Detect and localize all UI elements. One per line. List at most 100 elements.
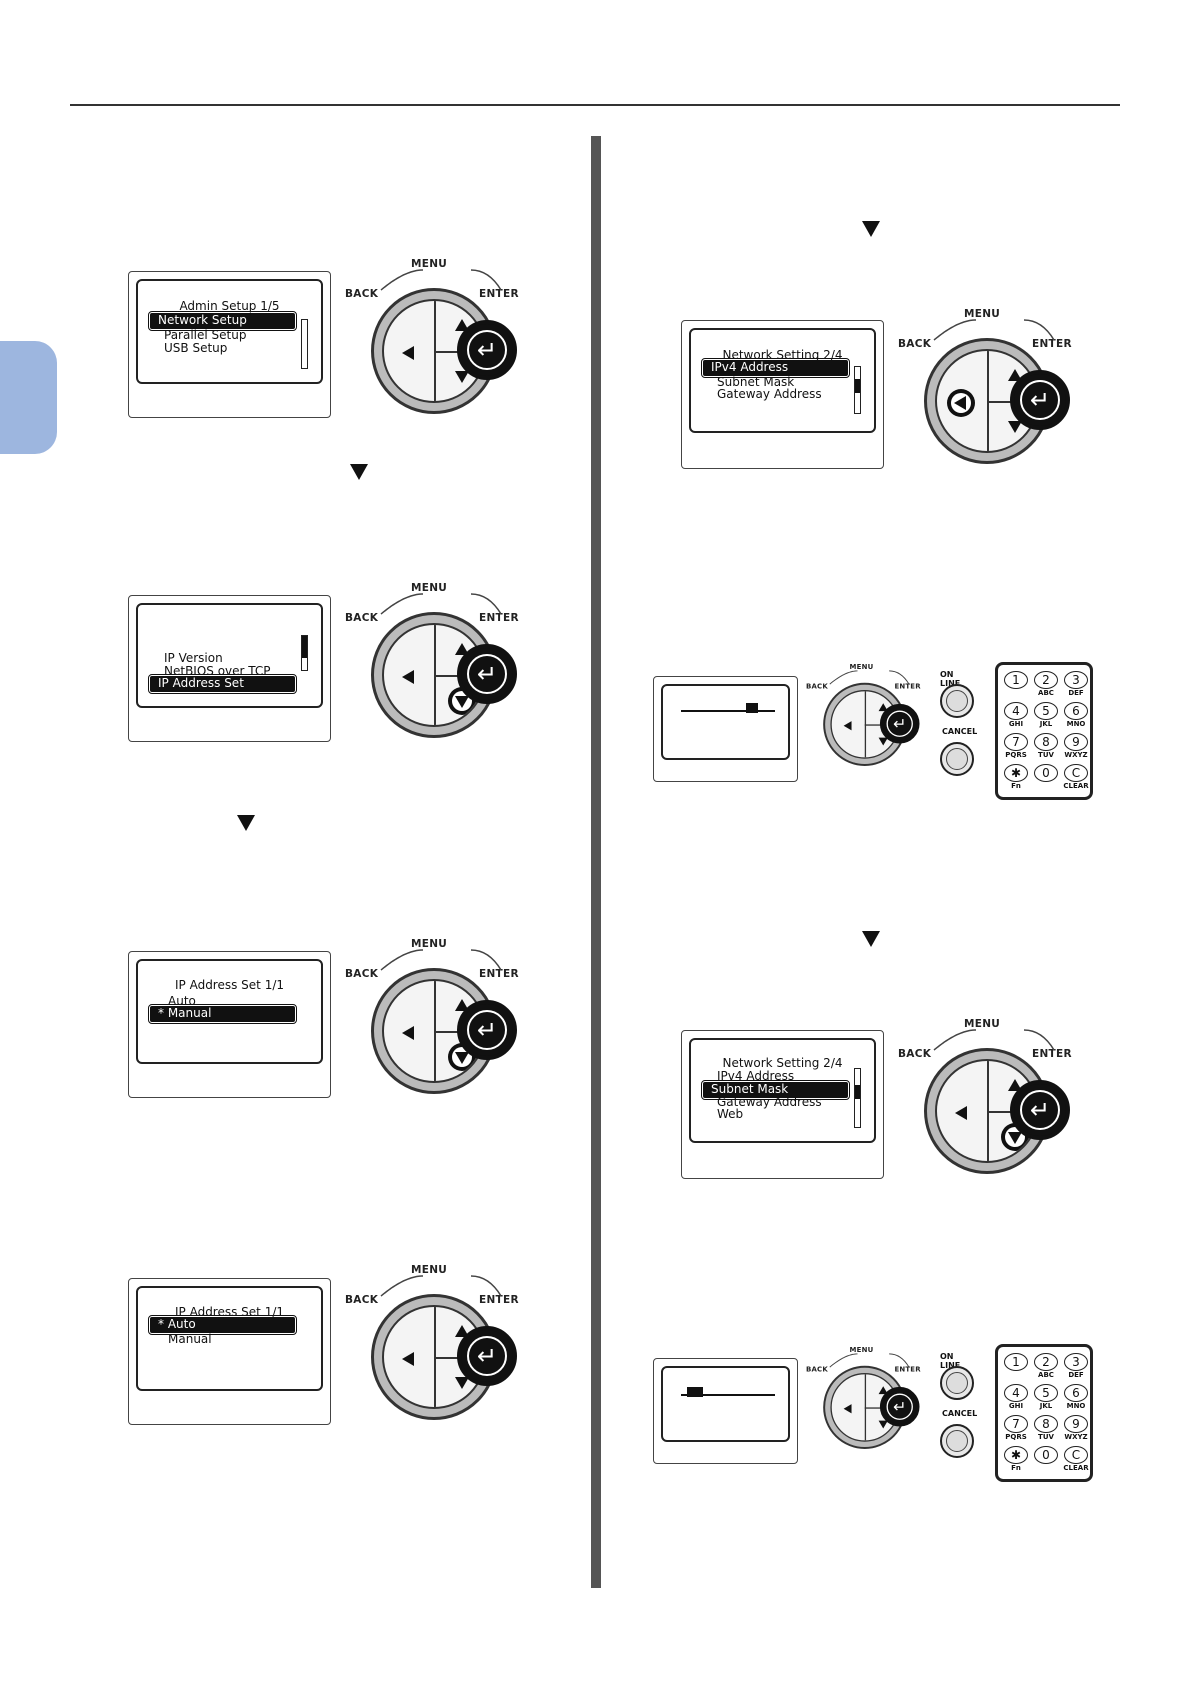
menu-label: MENU <box>411 938 448 950</box>
keypad-key-sublabel: CLEAR <box>1063 1464 1089 1472</box>
lcd-screen: IP Address Set 1/1 * Auto Manual <box>136 1286 323 1391</box>
enter-button[interactable]: ↵ <box>1010 370 1070 430</box>
keypad-key[interactable]: 4 <box>1004 702 1028 720</box>
keypad-key[interactable]: 1 <box>1004 1353 1028 1371</box>
selected-menu-item: Subnet Mask <box>701 1080 850 1100</box>
keypad-key[interactable]: 8 <box>1034 1415 1058 1433</box>
menu-item: IP Version <box>164 651 223 665</box>
keypad-key[interactable]: 5 <box>1034 702 1058 720</box>
keypad-key[interactable]: 7 <box>1004 1415 1028 1433</box>
menu-item: Web <box>717 1107 744 1121</box>
selected-menu-item: * Auto <box>148 1315 297 1335</box>
down-button[interactable] <box>989 403 1037 451</box>
menu-item: Subnet Mask <box>717 375 795 389</box>
menu-item: Gateway Address <box>717 1095 822 1109</box>
left-arrow-icon <box>402 1352 414 1366</box>
keypad-key[interactable]: 8 <box>1034 733 1058 751</box>
menu-item: Gateway Address <box>717 387 822 401</box>
keypad-key-sublabel: TUV <box>1038 1433 1054 1441</box>
back-button[interactable] <box>832 691 865 757</box>
back-label: BACK <box>345 288 379 300</box>
input-cursor <box>746 703 758 713</box>
keypad-key-sublabel: GHI <box>1008 720 1024 728</box>
input-cursor <box>687 1387 703 1397</box>
back-label: BACK <box>345 1294 379 1306</box>
keypad-key-sublabel: JKL <box>1039 720 1053 728</box>
enter-button[interactable]: ↵ <box>457 1326 517 1386</box>
keypad-key[interactable]: 6 <box>1064 1384 1088 1402</box>
keypad-key[interactable]: 2 <box>1034 1353 1058 1371</box>
down-arrow-icon <box>878 1420 888 1429</box>
menu-arc <box>380 949 502 971</box>
left-arrow-icon <box>402 670 414 684</box>
down-button[interactable] <box>436 353 484 401</box>
back-button[interactable] <box>384 981 434 1081</box>
menu-item: USB Setup <box>164 341 228 355</box>
keypad-key[interactable]: ✱ <box>1004 1446 1028 1464</box>
down-button[interactable] <box>866 1409 898 1441</box>
keypad-key-sublabel: WXYZ <box>1064 1433 1088 1441</box>
keypad-key[interactable]: C <box>1064 1446 1088 1464</box>
keypad-key-sublabel: ABC <box>1038 689 1054 697</box>
enter-button[interactable]: ↵ <box>457 644 517 704</box>
keypad-key[interactable]: 5 <box>1034 1384 1058 1402</box>
keypad-key[interactable]: ✱ <box>1004 764 1028 782</box>
up-arrow-icon <box>878 703 888 712</box>
online-button[interactable] <box>940 684 974 718</box>
back-label: BACK <box>345 612 379 624</box>
keypad-key[interactable]: 3 <box>1064 1353 1088 1371</box>
keypad-key[interactable]: 6 <box>1064 702 1088 720</box>
menu-item: IPv4 Address <box>717 1069 795 1083</box>
back-button[interactable] <box>937 1061 987 1161</box>
menu-label: MENU <box>964 308 1001 320</box>
keypad-key[interactable]: 4 <box>1004 1384 1028 1402</box>
keypad-key[interactable]: 0 <box>1034 764 1058 782</box>
enter-button[interactable]: ↵ <box>1010 1080 1070 1140</box>
keypad-key-sublabel: DEF <box>1068 1371 1084 1379</box>
enter-button[interactable]: ↵ <box>457 320 517 380</box>
back-button[interactable] <box>937 351 987 451</box>
keypad-key[interactable]: 9 <box>1064 1415 1088 1433</box>
back-button[interactable] <box>384 1307 434 1407</box>
keypad-key-sublabel: GHI <box>1008 1402 1024 1410</box>
enter-label: ENTER <box>1032 338 1072 350</box>
keypad-key[interactable]: 7 <box>1004 733 1028 751</box>
scrollbar <box>854 1068 861 1128</box>
back-label: BACK <box>806 682 828 691</box>
lcd-panel: IP Version NetBIOS over TCP IP Address S… <box>128 595 331 742</box>
keypad-key[interactable]: 0 <box>1034 1446 1058 1464</box>
back-button[interactable] <box>832 1374 865 1440</box>
cancel-button[interactable] <box>940 742 974 776</box>
up-button[interactable] <box>866 691 898 724</box>
selected-menu-item: Network Setup <box>148 311 297 331</box>
keypad-key[interactable]: 1 <box>1004 671 1028 689</box>
enter-button[interactable]: ↵ <box>457 1000 517 1060</box>
keypad-key[interactable]: 2 <box>1034 671 1058 689</box>
lcd-panel: IP Address Set 1/1 Auto * Manual <box>128 951 331 1098</box>
input-underline <box>681 710 775 712</box>
up-button[interactable] <box>866 1374 898 1407</box>
left-highlight-icon <box>947 389 975 417</box>
down-button[interactable] <box>436 1359 484 1407</box>
down-arrow-icon <box>1008 421 1022 433</box>
keypad-key-sublabel: Fn <box>1011 1464 1021 1472</box>
enter-button[interactable]: ↵ <box>879 703 920 744</box>
enter-button[interactable]: ↵ <box>879 1386 920 1427</box>
down-arrow-icon <box>455 1377 469 1389</box>
enter-icon: ↵ <box>1020 1090 1060 1130</box>
back-button[interactable] <box>384 625 434 725</box>
keypad-key[interactable]: C <box>1064 764 1088 782</box>
down-arrow-icon <box>237 815 255 831</box>
lcd-panel <box>653 676 798 782</box>
down-button[interactable] <box>866 726 898 758</box>
cancel-button[interactable] <box>940 1424 974 1458</box>
keypad-key[interactable]: 3 <box>1064 671 1088 689</box>
keypad-key[interactable]: 9 <box>1064 733 1088 751</box>
online-button[interactable] <box>940 1366 974 1400</box>
lcd-screen: Network Setting 2/4 IPv4 Address Subnet … <box>689 1038 876 1143</box>
back-button[interactable] <box>384 301 434 401</box>
